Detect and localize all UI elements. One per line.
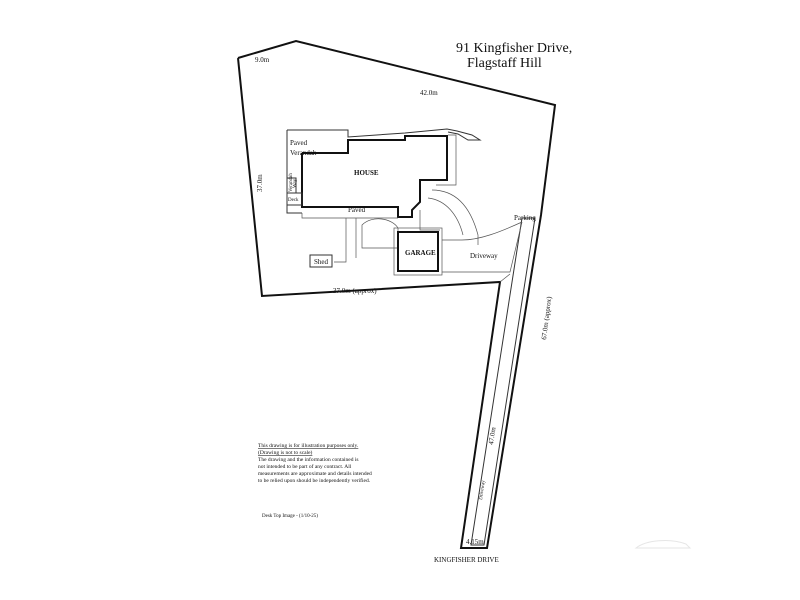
- dimension-driveway-length: 47.0m: [487, 426, 497, 445]
- side-path: [436, 134, 457, 186]
- dimension-left: 37.0m: [256, 174, 264, 192]
- disclaimer-line-6: to be relied upon should be independentl…: [258, 477, 371, 484]
- driveway-upper-label: Driveway: [470, 252, 498, 260]
- street-label: KINGFISHER DRIVE: [434, 556, 499, 564]
- paved-label: Paved: [348, 206, 366, 214]
- paved-strip-edge: [301, 213, 398, 219]
- walkway-left: [334, 218, 347, 263]
- garage-apron: [393, 227, 443, 276]
- deck-box: [286, 192, 303, 206]
- garden-bed: [361, 218, 399, 249]
- driveway-strip-edge: [470, 217, 536, 546]
- title-line-2: Flagstaff Hill: [467, 56, 542, 71]
- driveway-upper-edge: [442, 221, 523, 241]
- path-to-garage: [419, 210, 440, 231]
- disclaimer-line-1: This drawing is for illustration purpose…: [258, 442, 359, 449]
- verandah-area-outline: [287, 128, 482, 141]
- shed-label: Shed: [314, 258, 329, 266]
- disclaimer-line-3: The drawing and the information containe…: [258, 456, 359, 463]
- shed-outline: [309, 254, 333, 268]
- verandah-way-label-1: Verandah: [289, 173, 294, 192]
- dimension-top-short: 9.0m: [255, 56, 270, 64]
- house-label: HOUSE: [354, 169, 379, 177]
- driveway-junction-line: [499, 273, 511, 283]
- disclaimer-line-5: measurements are approximate and details…: [258, 471, 372, 477]
- garage-outline: [397, 231, 439, 272]
- parking-label: Parking: [514, 214, 536, 222]
- driveway-lower-edge: [442, 221, 523, 273]
- property-boundary-line: [237, 39, 557, 549]
- verandah-way-label-2: Way: [293, 178, 298, 188]
- dimension-frontage: 4.15m: [466, 538, 484, 546]
- watermark-logo: [634, 540, 692, 549]
- curved-path-inner: [427, 197, 464, 236]
- driveway-lower-label: Driveway: [479, 480, 487, 501]
- dimension-bottom: 37.0m (approx): [333, 287, 377, 295]
- curved-path-outer: [431, 189, 479, 245]
- dimension-right: 67.0m (approx): [540, 295, 553, 340]
- paved-verandah-label-2: Verandah: [290, 149, 317, 157]
- paved-verandah-label-1: Paved: [290, 139, 308, 147]
- disclaimer-line-2: (Drawing is not to scale): [258, 449, 313, 456]
- title-line-1: 91 Kingfisher Drive,: [456, 41, 572, 56]
- dimension-top-long: 42.0m: [420, 89, 438, 97]
- footer-reference: Desk Top Image - (1/10-25): [262, 514, 318, 519]
- disclaimer-line-4: not intended to be part of any contract.…: [258, 463, 352, 470]
- house-outline: [301, 135, 448, 218]
- verandah-left-outline: [286, 130, 302, 214]
- garage-label: GARAGE: [405, 249, 436, 257]
- deck-label: Deck: [288, 198, 299, 203]
